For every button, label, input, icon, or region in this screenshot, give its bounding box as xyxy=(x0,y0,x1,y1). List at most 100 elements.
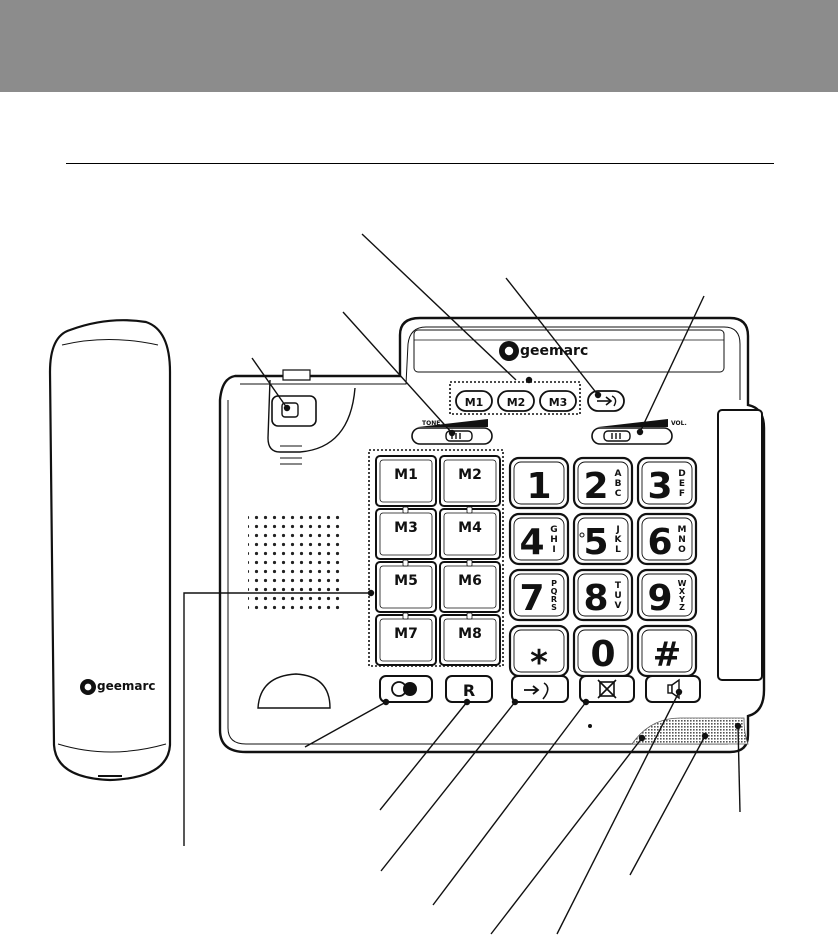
memory-key-3-label: M3 xyxy=(394,520,418,536)
keypad-key-11-digit: 0 xyxy=(590,634,615,675)
top-memory-key-1-label: M1 xyxy=(465,396,484,409)
keypad-key-8-letter: V xyxy=(615,601,622,611)
memory-key-2-label: M2 xyxy=(458,467,482,483)
keypad-key-9-letter: Z xyxy=(679,603,685,612)
memory-key-7[interactable]: M7 xyxy=(375,612,437,666)
keypad-key-6-letter: O xyxy=(678,545,686,555)
keypad-key-8-letter: T xyxy=(615,581,622,591)
keypad-key-9-digit: 9 xyxy=(647,578,672,619)
keypad-key-5-digit: 5 xyxy=(583,522,608,563)
memory-grid-outline xyxy=(368,449,504,667)
mute-icon xyxy=(597,679,617,699)
top-memory-group-outline xyxy=(449,381,581,415)
keypad-key-1-digit: 1 xyxy=(526,466,551,507)
redial-arrow-icon xyxy=(524,682,549,700)
keypad-key-7-letter: Q xyxy=(551,587,558,596)
volume-slider[interactable]: VOL. xyxy=(591,419,687,445)
redial-key[interactable] xyxy=(511,675,569,703)
mute-key[interactable] xyxy=(579,675,635,703)
keypad-key-1[interactable]: 1 xyxy=(508,456,570,510)
keypad-key-2-digit: 2 xyxy=(583,466,608,507)
memory-key-5-label: M5 xyxy=(394,573,418,589)
header-band xyxy=(0,0,838,92)
keypad-key-12[interactable]: # xyxy=(636,624,698,678)
store-key[interactable] xyxy=(587,390,625,412)
handset: geemarc xyxy=(48,319,172,782)
top-memory-key-2[interactable]: M2 xyxy=(497,390,535,412)
keypad-key-5-letter: J xyxy=(615,525,619,535)
speaker-mesh xyxy=(631,717,749,745)
recall-key-label: R xyxy=(463,681,475,700)
speaker-key[interactable] xyxy=(645,675,701,703)
keypad-key-3-letter: E xyxy=(679,479,685,489)
keypad-key-5-letter: K xyxy=(615,535,623,545)
tone-slider[interactable]: TONE xyxy=(411,419,493,445)
callout-end-dots xyxy=(283,376,742,742)
memory-key-7-label: M7 xyxy=(394,626,418,642)
keypad-5-dot xyxy=(579,532,585,538)
memory-key-8-label: M8 xyxy=(458,626,482,642)
keypad-key-6-digit: 6 xyxy=(647,522,672,563)
keypad-key-6-letter: N xyxy=(678,535,686,545)
keypad-key-4-digit: 4 xyxy=(519,522,544,563)
keypad-key-7-letter: P xyxy=(551,579,557,588)
keypad-key-10-digit: * xyxy=(530,643,548,683)
memory-key-4[interactable]: M4 xyxy=(439,506,501,560)
handsfree-key[interactable] xyxy=(379,675,433,703)
base-logo: geemarc xyxy=(499,341,588,361)
keypad-key-4-letter: H xyxy=(550,535,558,545)
top-memory-key-3[interactable]: M3 xyxy=(539,390,577,412)
speaker-grille-left xyxy=(248,514,344,610)
divider-rule xyxy=(66,163,774,164)
circle-dot-icon xyxy=(391,681,417,697)
keypad-key-7-digit: 7 xyxy=(519,578,544,619)
memory-key-1-label: M1 xyxy=(394,467,418,483)
keypad-key-3-digit: 3 xyxy=(647,466,672,507)
keypad-key-5-letter: L xyxy=(615,545,621,555)
keypad-key-9-letter: X xyxy=(679,587,686,596)
recall-key[interactable]: R xyxy=(445,675,493,703)
memory-key-5[interactable]: M5 xyxy=(375,559,437,613)
keypad-key-2-letter: B xyxy=(615,479,622,489)
keypad-key-7-letter: S xyxy=(551,603,557,612)
keypad-key-7-letter: R xyxy=(551,595,557,604)
keypad-key-11[interactable]: 0 xyxy=(572,624,634,678)
microphone-hole xyxy=(588,724,592,728)
volume-slider-label: VOL. xyxy=(671,420,687,427)
keypad-key-8-digit: 8 xyxy=(583,578,608,619)
memory-key-6[interactable]: M6 xyxy=(439,559,501,613)
keypad-key-10[interactable]: * xyxy=(508,624,570,683)
keypad-key-2-letter: C xyxy=(615,489,622,499)
keypad-key-6-letter: M xyxy=(678,525,687,535)
top-memory-key-3-label: M3 xyxy=(549,396,568,409)
memory-key-4-label: M4 xyxy=(458,520,482,536)
memory-key-1[interactable]: M1 xyxy=(375,455,437,507)
keypad-key-4-letter: G xyxy=(550,525,557,535)
keypad-key-9-letter: Y xyxy=(678,595,685,604)
keypad-key-12-digit: # xyxy=(653,635,682,675)
keypad-key-4-letter: I xyxy=(552,545,555,555)
keypad-key-9-letter: W xyxy=(678,579,687,588)
memory-key-3[interactable]: M3 xyxy=(375,506,437,560)
base-logo-text: geemarc xyxy=(520,343,588,359)
top-memory-key-1[interactable]: M1 xyxy=(455,390,493,412)
memory-key-2[interactable]: M2 xyxy=(439,455,501,507)
memory-key-8[interactable]: M8 xyxy=(439,612,501,666)
cradle-bump xyxy=(257,673,331,709)
memory-key-6-label: M6 xyxy=(458,573,482,589)
keypad-key-2-letter: A xyxy=(615,469,622,479)
callout-lines xyxy=(183,233,741,935)
store-arrow-icon xyxy=(597,395,617,407)
keypad-key-8-letter: U xyxy=(614,591,621,601)
